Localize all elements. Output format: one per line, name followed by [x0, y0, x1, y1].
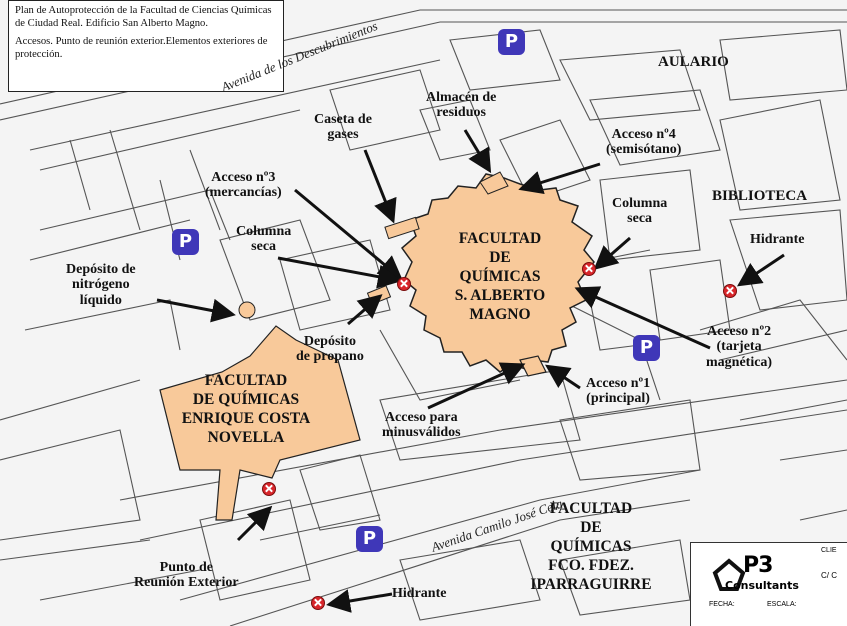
- hidrante-bottom-marker: [311, 596, 325, 610]
- aulario-label: AULARIO: [658, 54, 729, 70]
- company-name: Consultants: [725, 579, 799, 592]
- co-field-label: C/ C: [821, 571, 837, 580]
- fecha-field-label: FECHA:: [709, 601, 735, 608]
- cliente-field-label: CLIE: [821, 547, 837, 554]
- punto-reunion-label: Punto de Reunión Exterior: [134, 560, 239, 591]
- deposito-propano-label: Depósito de propano: [296, 334, 364, 365]
- deposito-nitrogeno-label: Depósito de nitrógeno líquido: [66, 262, 136, 308]
- hidrante-right-label: Hidrante: [750, 232, 805, 247]
- acceso-minusvalidos-label: Acceso para minusválidos: [382, 410, 461, 441]
- columna-seca-right-marker: [582, 262, 596, 276]
- plan-subtitle: Accesos. Punto de reunión exterior.Eleme…: [15, 36, 268, 61]
- caseta-gases-label: Caseta de gases: [314, 112, 372, 143]
- acceso-1-label: Acceso nº1 (principal): [586, 376, 651, 407]
- almacen-residuos-label: Almacén de residuos: [426, 90, 497, 121]
- acceso-2-label: Acceso nº2 (tarjeta magnética): [706, 324, 773, 370]
- columna-seca-left-label: Columna seca: [236, 224, 292, 255]
- acceso-4-label: Acceso nº4 (semisótano): [606, 127, 682, 158]
- parking-sign: P: [498, 29, 525, 55]
- parking-sign: P: [633, 335, 660, 361]
- building-san-alberto-label: FACULTAD DE QUÍMICAS S. ALBERTO MAGNO: [454, 230, 546, 323]
- columna-seca-left-marker: [397, 277, 411, 291]
- building-costa-novella: [159, 325, 361, 521]
- building-san-alberto: [400, 173, 595, 373]
- acceso-3-label: Acceso nº3 (mercancías): [205, 170, 282, 201]
- parking-sign: P: [356, 526, 383, 552]
- hidrante-right-marker: [723, 284, 737, 298]
- punto-reunion-marker: [262, 482, 276, 496]
- title-block: P3 Consultants FECHA: ESCALA: CLIE C/ C: [690, 542, 847, 626]
- building-iparraguirre-label: FACULTAD DE QUÍMICAS FCO. FDEZ. IPARRAGU…: [530, 500, 652, 593]
- plan-title: Plan de Autoprotección de la Facultad de…: [15, 5, 272, 29]
- legend-box: Plan de Autoprotección de la Facultad de…: [8, 0, 284, 92]
- hidrante-bottom-label: Hidrante: [392, 586, 447, 601]
- building-costa-novella-label: FACULTAD DE QUÍMICAS ENRIQUE COSTA NOVEL…: [181, 372, 311, 446]
- company-brand: P3: [743, 553, 773, 578]
- biblioteca-label: BIBLIOTECA: [712, 188, 808, 204]
- escala-field-label: ESCALA:: [767, 601, 797, 608]
- parking-sign: P: [172, 229, 199, 255]
- columna-seca-right-label: Columna seca: [612, 196, 668, 227]
- p3-logo-icon: [712, 558, 746, 591]
